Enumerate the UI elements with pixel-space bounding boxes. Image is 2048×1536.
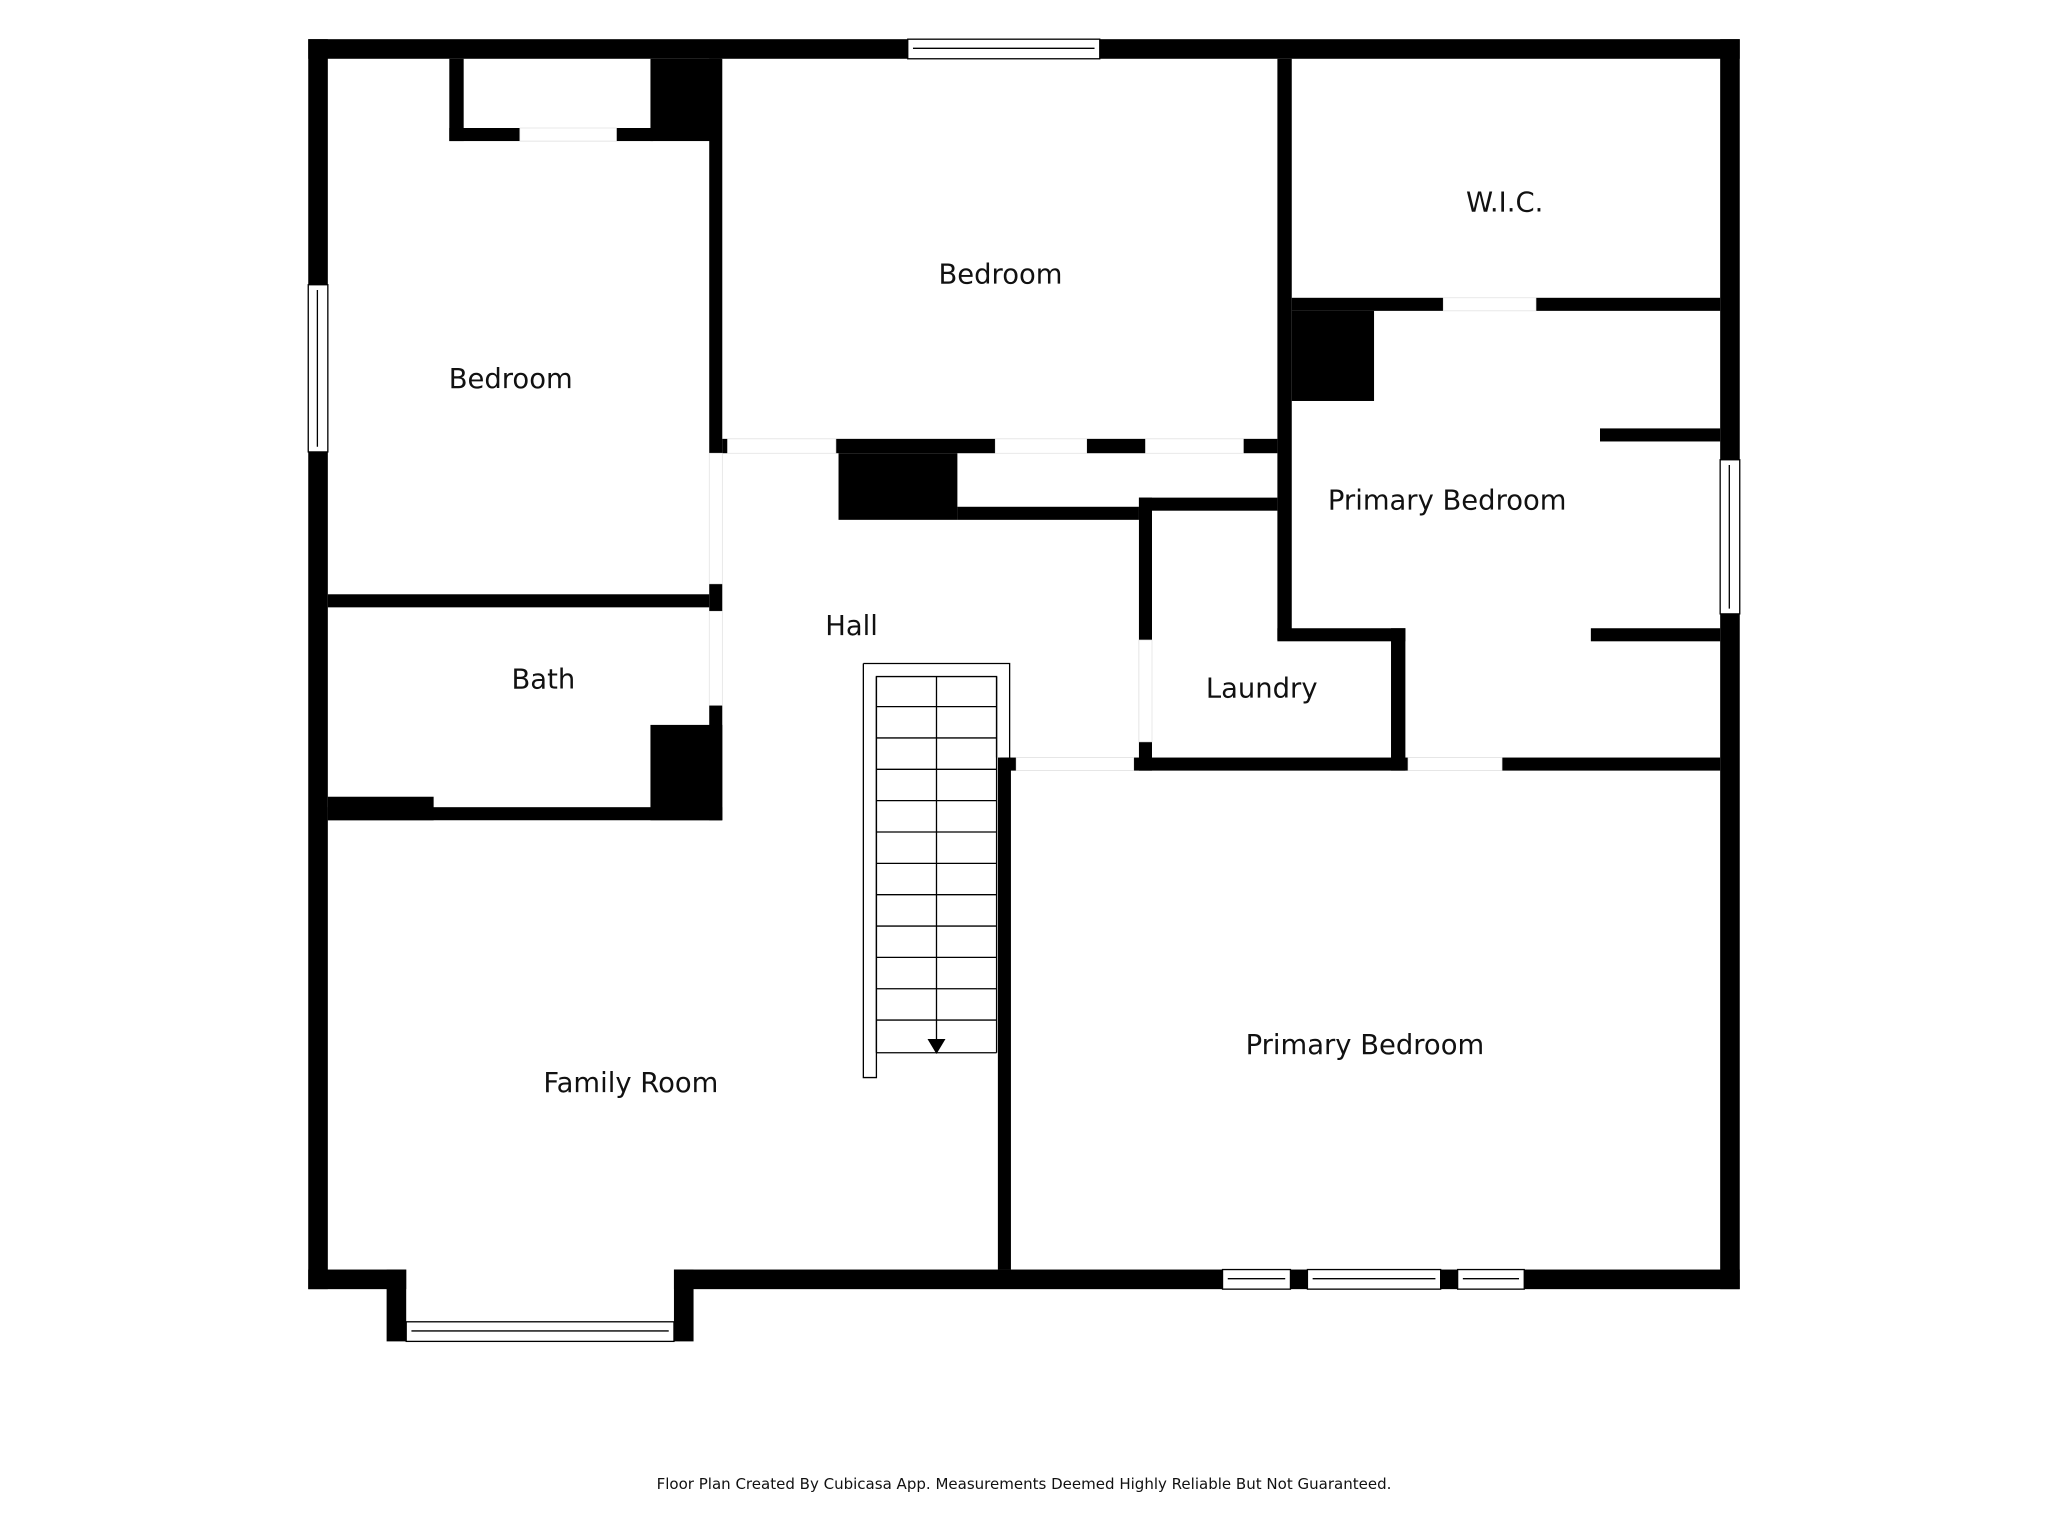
footer-disclaimer: Floor Plan Created By Cubicasa App. Meas… [657, 1475, 1392, 1493]
windows [307, 38, 1741, 1343]
room-label-primary-bedroom-lower: Primary Bedroom [1246, 1030, 1485, 1061]
doors [519, 127, 1537, 771]
room-label-hall: Hall [825, 611, 878, 642]
room-label-family-room: Family Room [543, 1068, 718, 1099]
staircase [862, 662, 1011, 1079]
walls [308, 39, 1740, 1342]
room-label-bedroom-left: Bedroom [449, 364, 573, 395]
stair-arrow-icon [927, 1039, 946, 1055]
room-label-bedroom-top: Bedroom [939, 259, 1063, 290]
room-label-primary-bedroom-upper: Primary Bedroom [1328, 485, 1567, 516]
room-labels: Bedroom Bedroom W.I.C. Primary Bedroom H… [449, 188, 1567, 1099]
room-label-wic: W.I.C. [1466, 188, 1543, 219]
room-label-laundry: Laundry [1206, 673, 1318, 704]
room-label-bath: Bath [511, 664, 575, 695]
